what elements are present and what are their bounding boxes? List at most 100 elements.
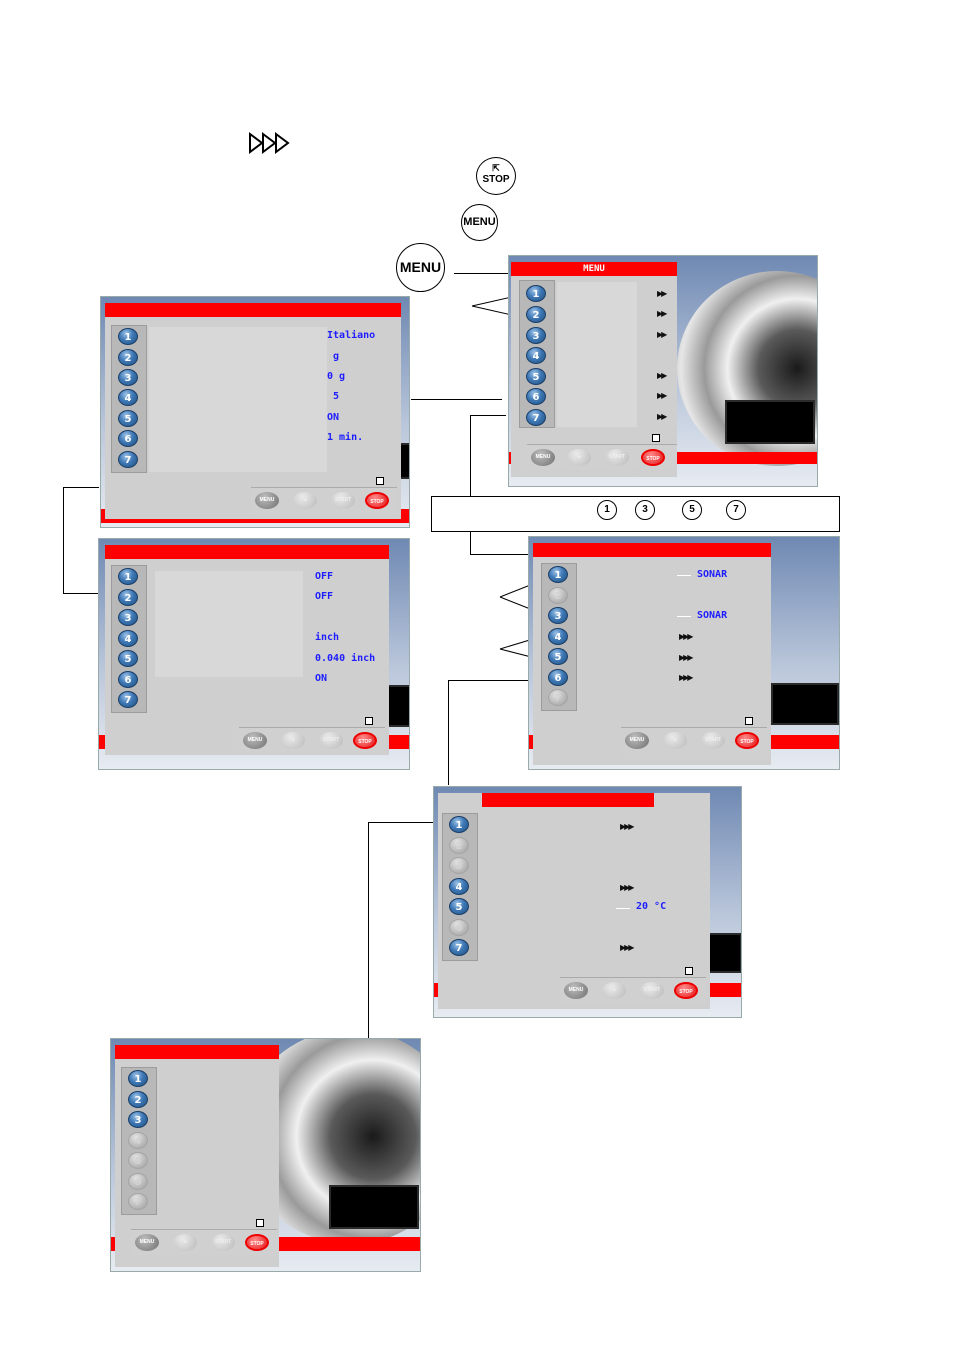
menu-item-7[interactable]: 7 [526, 409, 546, 426]
sonar-sidebar: 1 2 3 4 5 6 7 [541, 563, 577, 711]
footer-stop-button[interactable]: STOP [674, 982, 698, 999]
settings1-item-7[interactable]: 7 [118, 451, 138, 468]
arrow-icon: ▶▶ [657, 309, 667, 318]
settings1-item-6[interactable]: 6 [118, 430, 138, 447]
footer-stop-button[interactable]: STOP [641, 449, 665, 466]
footer-arrow-button[interactable]: ◂ [663, 732, 687, 749]
floppy-icon [365, 717, 373, 725]
sonar-item-1[interactable]: 1 [548, 566, 568, 583]
bottom-item-4: 4 [128, 1132, 148, 1149]
menu-item-2[interactable]: 2 [526, 306, 546, 323]
menu-content [557, 282, 637, 427]
footer-menu-button[interactable]: MENU [531, 449, 555, 466]
footer-stop-button[interactable]: STOP [365, 492, 389, 509]
sonar-item-6[interactable]: 6 [548, 669, 568, 686]
footer-start-button[interactable]: START [701, 732, 725, 749]
arrow-icon: ▶▶ [657, 371, 667, 380]
settings2-item-2[interactable]: 2 [118, 589, 138, 606]
bottom-item-5: 5 [128, 1152, 148, 1169]
info-box: 1 3 5 7 [431, 496, 840, 532]
bottom-item-7: 7 [128, 1193, 148, 1210]
temp-item-4[interactable]: 4 [449, 878, 469, 895]
connector-line [454, 273, 511, 274]
stop-button-legend[interactable]: ⇱ STOP [476, 157, 516, 195]
menu-item-1[interactable]: 1 [526, 285, 546, 302]
bottom-footer: MENU ◂ START STOP [131, 1229, 277, 1255]
temp-item-1[interactable]: 1 [449, 816, 469, 833]
settings1-item-2[interactable]: 2 [118, 349, 138, 366]
menu-button-legend-small[interactable]: MENU [461, 204, 498, 241]
settings-screen-1: 1 2 3 4 5 6 7 Italiano g 0 g 5 ON 1 min.… [100, 296, 410, 528]
footer-arrow-button[interactable]: ◂ [602, 982, 626, 999]
footer-start-button[interactable]: START [319, 732, 343, 749]
sonar-item-3[interactable]: 3 [548, 607, 568, 624]
arrow-icon: ▶▶▶ [679, 632, 694, 641]
temp-item-6: 6 [449, 919, 469, 936]
settings1-item-1[interactable]: 1 [118, 328, 138, 345]
settings2-content [155, 571, 303, 677]
menu-item-5[interactable]: 5 [526, 368, 546, 385]
connector-line [470, 415, 506, 416]
settings2-item-5[interactable]: 5 [118, 650, 138, 667]
settings2-value-off-1: OFF [315, 571, 334, 582]
settings1-footer: MENU ◂ START STOP [251, 487, 397, 513]
settings1-item-4[interactable]: 4 [118, 389, 138, 406]
settings2-item-4[interactable]: 4 [118, 630, 138, 647]
arrow-icon: ▶▶▶ [620, 883, 635, 892]
temp-sidebar: 1 2 3 4 5 6 7 [442, 813, 478, 961]
settings1-value-on: ON [327, 412, 340, 423]
settings2-value-unit: inch [315, 632, 340, 643]
footer-arrow-button[interactable]: ◂ [293, 492, 317, 509]
footer-stop-button[interactable]: STOP [735, 732, 759, 749]
footer-stop-button[interactable]: STOP [245, 1234, 269, 1251]
footer-start-button[interactable]: START [211, 1234, 235, 1251]
temp-value: 20 °C [636, 901, 667, 912]
temp-item-7[interactable]: 7 [449, 939, 469, 956]
menu-item-4[interactable]: 4 [526, 347, 546, 364]
footer-start-button[interactable]: START [640, 982, 664, 999]
arrow-icon: ▶▶▶ [679, 673, 694, 682]
footer-start-button[interactable]: START [605, 449, 629, 466]
menu-button-legend-big[interactable]: MENU [396, 243, 445, 292]
settings2-item-1[interactable]: 1 [118, 568, 138, 585]
settings2-item-6[interactable]: 6 [118, 671, 138, 688]
stop-arrow-icon: ⇱ [492, 163, 500, 173]
sonar-item-5[interactable]: 5 [548, 648, 568, 665]
display-black-box [385, 685, 409, 727]
menu-item-3[interactable]: 3 [526, 327, 546, 344]
sonar-value-1: SONAR [697, 569, 728, 580]
temp-item-2: 2 [449, 837, 469, 854]
sonar-item-7: 7 [548, 689, 568, 706]
display-black-box [725, 400, 815, 444]
sonar-item-4[interactable]: 4 [548, 628, 568, 645]
settings2-item-7[interactable]: 7 [118, 691, 138, 708]
settings2-value-on: ON [315, 673, 328, 684]
settings2-item-3[interactable]: 3 [118, 609, 138, 626]
footer-menu-button[interactable]: MENU [564, 982, 588, 999]
stop-legend-label: STOP [482, 174, 510, 185]
arrow-icon: ▶▶ [657, 391, 667, 400]
footer-start-button[interactable]: START [331, 492, 355, 509]
connector-line [63, 487, 99, 488]
footer-arrow-button[interactable]: ◂ [281, 732, 305, 749]
settings1-item-5[interactable]: 5 [118, 410, 138, 427]
settings1-value-time: 1 min. [327, 432, 364, 443]
footer-stop-button[interactable]: STOP [353, 732, 377, 749]
footer-arrow-button[interactable]: ◂ [173, 1234, 197, 1251]
footer-menu-button[interactable]: MENU [135, 1234, 159, 1251]
temp-item-5[interactable]: 5 [449, 898, 469, 915]
bottom-item-1[interactable]: 1 [128, 1070, 148, 1087]
arrow-icon: ▶▶▶ [620, 943, 635, 952]
settings1-item-3[interactable]: 3 [118, 369, 138, 386]
value-dash [677, 616, 691, 617]
footer-arrow-button[interactable]: ◂ [567, 449, 591, 466]
bottom-item-2[interactable]: 2 [128, 1091, 148, 1108]
footer-menu-button[interactable]: MENU [255, 492, 279, 509]
temp-panel [438, 793, 710, 1009]
menu-item-6[interactable]: 6 [526, 388, 546, 405]
footer-menu-button[interactable]: MENU [243, 732, 267, 749]
bottom-item-3[interactable]: 3 [128, 1111, 148, 1128]
settings2-value-resolution: 0.040 inch [315, 653, 376, 664]
connector-line [448, 680, 449, 785]
footer-menu-button[interactable]: MENU [625, 732, 649, 749]
